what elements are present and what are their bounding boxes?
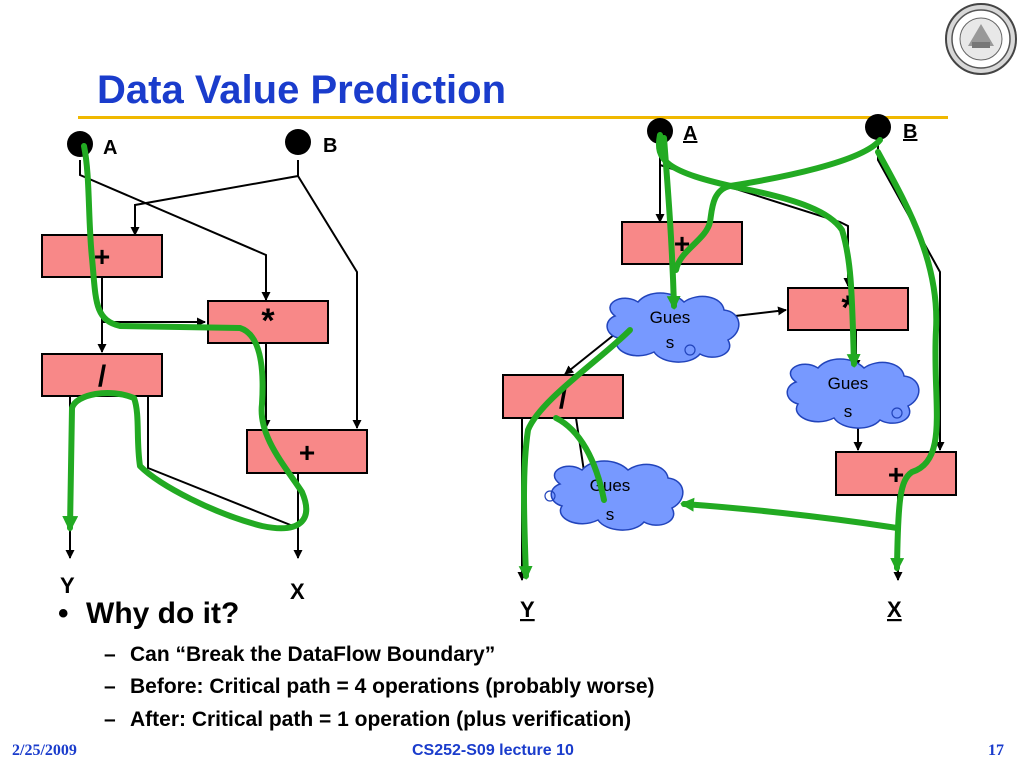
sub-bullet-2: –Before: Critical path = 4 operations (p… [104, 675, 655, 698]
add-bottom-op-box [835, 451, 957, 496]
add-op-box [41, 234, 163, 278]
add-bottom-op-label: + [299, 437, 315, 468]
right-path-a-to-guess2 [656, 132, 861, 368]
input-label-b: B [903, 121, 917, 143]
footer-page-number: 17 [988, 742, 1004, 759]
add-bottom-op-label: + [888, 459, 904, 490]
input-label-a: A [683, 123, 697, 145]
footer-course: CS252-S09 lecture 10 [412, 742, 574, 759]
multiply-op-box [787, 287, 909, 331]
guess-cloud-2: Gues s [786, 358, 920, 429]
title-rule [78, 116, 948, 119]
sub-bullet-1-text: Can “Break the DataFlow Boundary” [130, 643, 496, 666]
left-critical-path [62, 143, 310, 532]
sub-bullet-1: –Can “Break the DataFlow Boundary” [104, 643, 496, 666]
output-label-x: X [887, 597, 902, 622]
slide-title: Data Value Prediction [97, 68, 507, 112]
output-label-y: Y [520, 597, 535, 622]
bullet-dot: • [58, 597, 69, 630]
input-label-a: A [103, 137, 117, 159]
guess-label-2b: s [844, 402, 853, 421]
output-label-y: Y [60, 573, 75, 598]
sub-bullet-2-text: Before: Critical path = 4 operations (pr… [130, 675, 655, 698]
right-path-b-to-add [673, 137, 883, 273]
guess-cloud-3: Gues s [544, 460, 684, 531]
guess-label-1a: Gues [650, 308, 691, 327]
input-node-b [285, 129, 311, 155]
input-node-b [865, 114, 891, 140]
right-path-guess1-to-y [518, 327, 633, 580]
divide-op-label: / [98, 360, 107, 393]
left-dataflow-graph: A B + * / + Y X [41, 129, 368, 604]
bullet-main: • Why do it? [58, 597, 239, 631]
multiply-op-box [207, 300, 329, 344]
input-node-a [67, 131, 93, 157]
right-path-a-to-guess1 [661, 135, 681, 310]
divide-op-label: / [559, 382, 568, 415]
right-path-x-to-guess3 [680, 497, 900, 531]
divide-op-box [41, 353, 163, 397]
bullet-main-text: Why do it? [86, 597, 240, 630]
university-seal-logo [945, 3, 1017, 75]
guess-label-3b: s [606, 505, 615, 524]
guess-label-1b: s [666, 333, 675, 352]
footer-date: 2/25/2009 [12, 742, 77, 759]
sub-bullet-3: –After: Critical path = 1 operation (plu… [104, 708, 632, 731]
output-label-x: X [290, 579, 305, 604]
right-dataflow-graph: A B + * / + Gues s Gues s Gues s [502, 114, 957, 622]
right-path-b-to-x [875, 149, 940, 572]
input-label-b: B [323, 135, 337, 157]
divide-op-box [502, 374, 624, 419]
multiply-op-label: * [261, 302, 275, 340]
guess-cloud-1: Gues s [606, 292, 740, 363]
add-op-label: + [94, 241, 110, 272]
right-path-div-to-guess3 [553, 415, 607, 503]
guess-label-2a: Gues [828, 374, 869, 393]
sub-bullet-3-text: After: Critical path = 1 operation (plus… [130, 708, 632, 731]
